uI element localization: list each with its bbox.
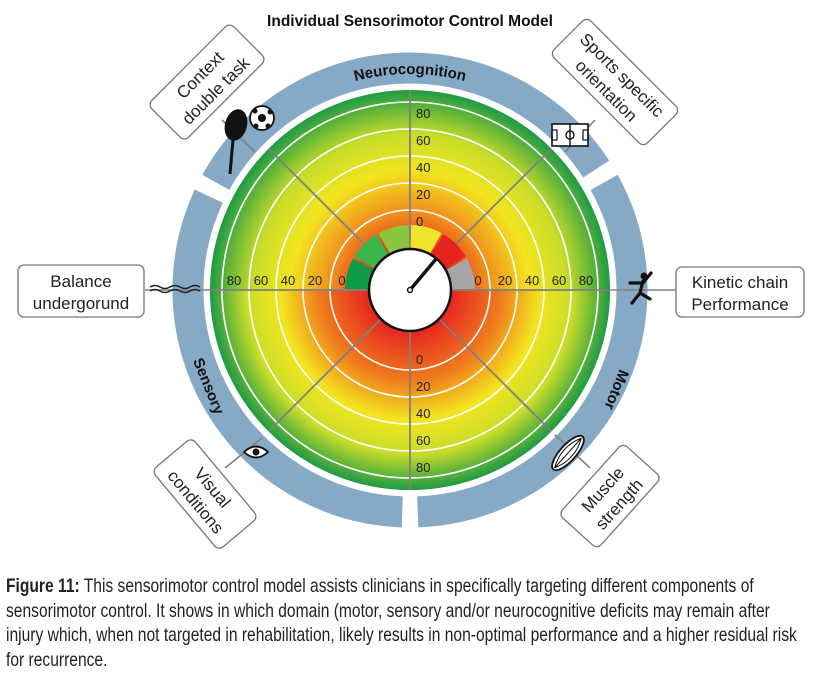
axis-spoke — [438, 318, 553, 433]
tick-label-up: 60 — [416, 133, 430, 148]
tick-label-right: 40 — [525, 273, 539, 288]
axis-spoke — [267, 147, 382, 262]
eye-icon — [242, 445, 270, 459]
domain-arc-sensory — [172, 189, 403, 528]
tick-label-down: 40 — [416, 406, 430, 421]
football-pitch-icon — [551, 123, 589, 147]
tennis-racket-icon — [224, 109, 248, 175]
tick-label-right: 0 — [474, 273, 481, 288]
figure-label: Figure 11: — [6, 575, 80, 597]
gauge-segments — [345, 225, 475, 290]
needle-line — [408, 257, 438, 292]
tick-label-right: 80 — [579, 273, 593, 288]
svg-text:Balance: Balance — [50, 272, 111, 291]
figure-caption: Figure 11: This sensorimotor control mod… — [6, 574, 806, 672]
gauge-segment — [410, 225, 442, 254]
axis-spoke — [438, 147, 553, 262]
tick-label-right: 60 — [552, 273, 566, 288]
svg-text:Kinetic chain: Kinetic chain — [692, 273, 788, 292]
tick-label-down: 60 — [416, 433, 430, 448]
tick-label-up: 20 — [416, 187, 430, 202]
sensorimotor-model-diagram: Individual Sensorimotor Control Model 00… — [17, 13, 805, 549]
tick-label-down: 20 — [416, 379, 430, 394]
muscle-icon — [551, 434, 585, 472]
gauge-segment — [378, 225, 410, 254]
balance-surface-icon — [149, 284, 201, 294]
tick-label-down: 0 — [416, 352, 423, 367]
tick-label-up: 0 — [416, 214, 423, 229]
axis-spokes — [210, 90, 610, 490]
domain-arc-motor — [417, 174, 648, 528]
tick-label-up: 40 — [416, 160, 430, 175]
component-muscle-strength[interactable]: Muscle strength — [559, 443, 662, 549]
svg-text:undergorund: undergorund — [33, 294, 129, 313]
tick-label-left: 40 — [281, 273, 295, 288]
needle-pivot — [406, 286, 414, 294]
gauge-needle — [406, 257, 438, 294]
caption-text: This sensorimotor control model assists … — [6, 575, 797, 671]
soccer-ball-icon — [249, 105, 275, 131]
tick-label-left: 80 — [227, 273, 241, 288]
axis-spoke — [267, 318, 382, 433]
diagram-title: Individual Sensorimotor Control Model — [267, 13, 553, 30]
svg-text:Performance: Performance — [691, 295, 788, 314]
gauge-segment — [345, 258, 374, 290]
gauge-segment — [354, 234, 389, 269]
gauge-segment — [431, 234, 466, 269]
running-person-icon — [628, 271, 653, 305]
tick-label-up: 80 — [416, 106, 430, 121]
tick-label-left: 0 — [338, 273, 345, 288]
tick-label-left: 20 — [308, 273, 322, 288]
tick-label-right: 20 — [498, 273, 512, 288]
tick-label-down: 80 — [416, 460, 430, 475]
component-balance-underground[interactable]: Balance undergorund — [17, 264, 145, 318]
component-kinetic-chain-performance[interactable]: Kinetic chain Performance — [675, 266, 805, 318]
axis-tick-labels: 0 0 0 0 20 20 20 20 40 40 40 40 60 60 60 60 80 80 80 80 — [227, 106, 593, 475]
gauge-segment — [446, 258, 475, 290]
tick-label-left: 60 — [254, 273, 268, 288]
